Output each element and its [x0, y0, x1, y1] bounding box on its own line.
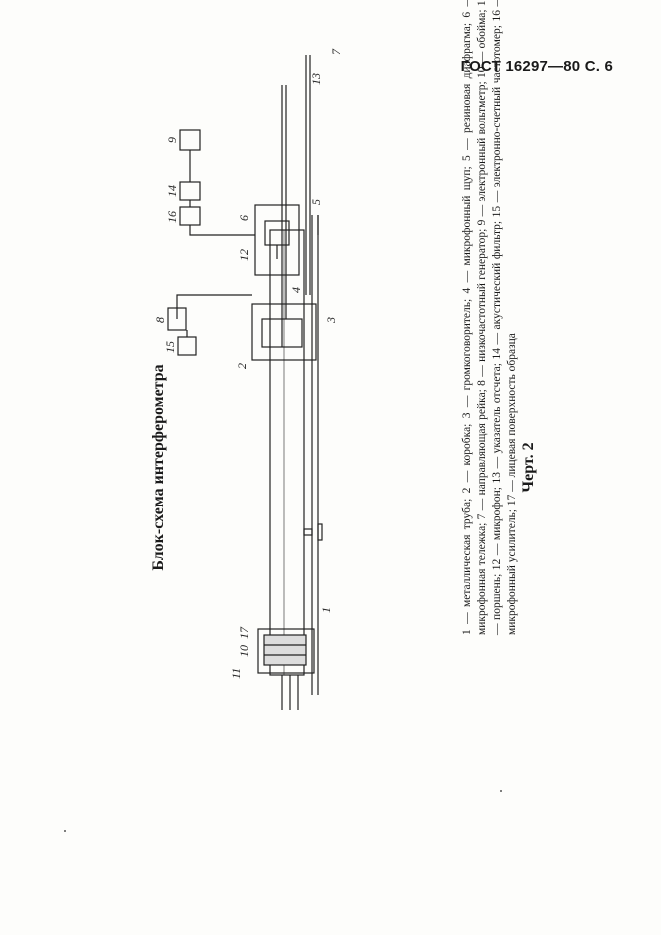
callout-6: 6 — [237, 215, 251, 221]
filter-box — [179, 181, 201, 201]
callout-7: 7 — [329, 48, 343, 55]
callout-4: 4 — [289, 287, 303, 293]
box — [251, 303, 317, 361]
callout-9: 9 — [165, 137, 179, 143]
callout-17: 17 — [237, 626, 251, 639]
microphone-carriage — [254, 204, 300, 276]
callout-15: 15 — [163, 341, 177, 353]
scan-speck — [500, 790, 502, 792]
scan-speck — [64, 830, 66, 832]
sample-holder — [257, 628, 315, 674]
callout-8: 8 — [153, 317, 167, 323]
callout-14: 14 — [165, 185, 179, 197]
callout-1: 1 — [319, 607, 333, 613]
callout-12: 12 — [237, 249, 251, 261]
callout-16: 16 — [165, 211, 179, 223]
frequency-meter-box — [177, 336, 197, 356]
callout-10: 10 — [237, 645, 251, 657]
metal-tube — [269, 229, 305, 676]
voltmeter-box — [179, 129, 201, 151]
figure-label: Черт. 2 — [520, 442, 537, 493]
sample-face — [263, 634, 307, 666]
callout-3: 3 — [324, 317, 338, 324]
figure-caption: 1 — металлическая труба; 2 — коробка; 3 … — [461, 0, 518, 635]
callout-11: 11 — [229, 668, 243, 679]
callout-13: 13 — [309, 73, 323, 85]
amplifier-box — [179, 206, 201, 226]
callout-2: 2 — [235, 363, 249, 369]
callout-5: 5 — [309, 199, 323, 205]
page-header: ГОСТ 16297—80 С. 6 — [460, 58, 613, 75]
